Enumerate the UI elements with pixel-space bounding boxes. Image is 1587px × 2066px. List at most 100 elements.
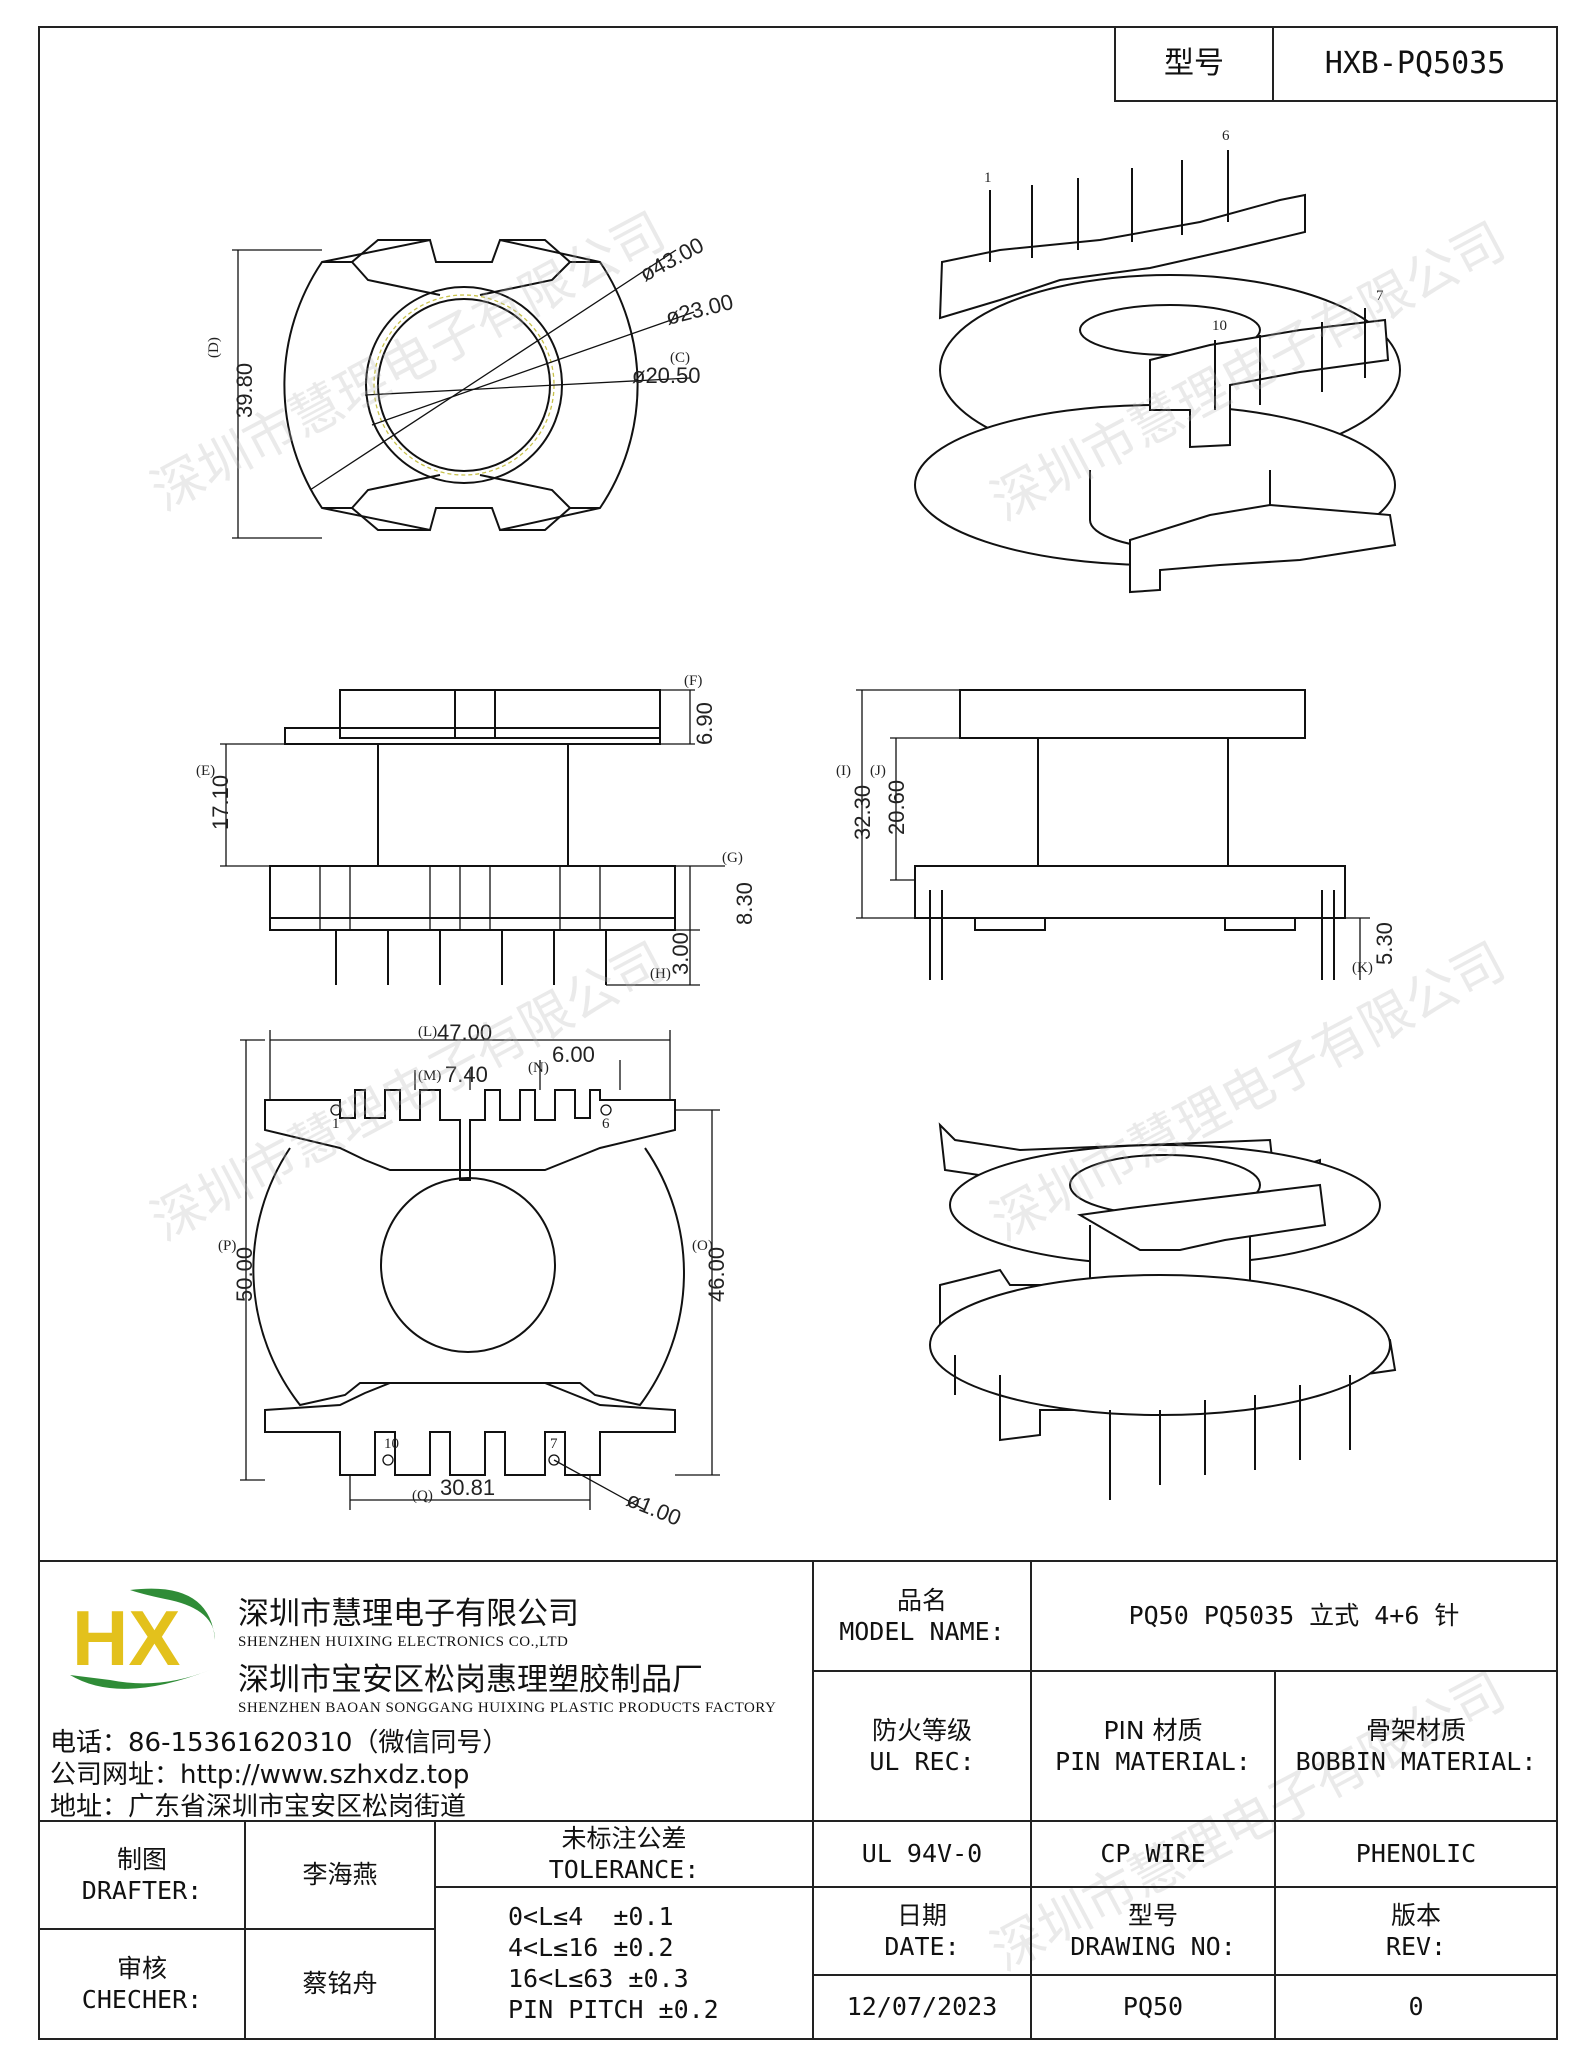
model-name-cn: 品名 [896,1585,947,1615]
pin-material-value: CP WIRE [1030,1820,1276,1888]
pin-material-cn: PIN 材质 [1103,1715,1203,1745]
bottom-pin-6: 6 [602,1116,610,1132]
drawing-no-value: PQ50 [1030,1974,1276,2040]
dim-n-letter: (N) [528,1060,549,1076]
model-name-value: PQ50 PQ5035 立式 4+6 针 [1030,1560,1558,1672]
contact-website: 公司网址：http://www.szhxdz.top [50,1760,470,1790]
dim-a-value: ø43.00 [636,232,708,286]
dim-l-value: 47.00 [437,1020,492,1045]
top-view: (D) 39.80 ø43.00 ø23.00 (C) ø20.50 [206,232,736,539]
factory-name-cn: 深圳市宝安区松岗惠理塑胶制品厂 [238,1662,703,1698]
dim-i-value: 32.30 [850,785,875,840]
dim-p-letter: (P) [218,1238,236,1254]
dim-b-value: ø23.00 [663,289,736,330]
ul-rec-en: UL REC: [869,1747,975,1776]
bobbin-material-value: PHENOLIC [1274,1820,1558,1888]
drafter-value: 李海燕 [244,1820,436,1930]
dim-g-letter: (G) [722,850,743,866]
logo-text: HX [72,1594,180,1682]
ul-rec-cn: 防火等级 [871,1715,972,1745]
rev-label: 版本 REV: [1274,1886,1558,1976]
tolerance-line: PIN PITCH ±0.2 [508,1995,719,2025]
dim-d-value: 39.80 [232,363,257,418]
dim-k-value: 5.30 [1372,922,1397,965]
dim-i-letter: (I) [836,763,851,779]
dim-h-value: 3.00 [668,932,693,975]
bobbin-material-cn: 骨架材质 [1365,1715,1466,1745]
header-model-label: 型号 [1114,26,1274,102]
drafter-en: DRAFTER: [81,1876,203,1905]
bobbin-material-label: 骨架材质 BOBBIN MATERIAL: [1274,1670,1558,1822]
dim-j-value: 20.60 [884,780,909,835]
dim-e-value: 17.10 [208,775,233,830]
date-en: DATE: [884,1932,960,1961]
bottom-pin-10: 10 [384,1436,399,1452]
factory-name-en: SHENZHEN BAOAN SONGGANG HUIXING PLASTIC … [238,1700,777,1716]
dim-g-value: 8.30 [732,882,757,925]
bottom-view: (L) 47.00 (M) 7.40 (N) 6.00 (P) 50.00 (O… [218,1020,729,1531]
dim-c-letter: (C) [670,350,690,366]
pin-material-label: PIN 材质 PIN MATERIAL: [1030,1670,1276,1822]
date-value: 12/07/2023 [812,1974,1032,2040]
tolerance-en: TOLERANCE: [548,1855,700,1884]
tolerance-line: 4<L≤16 ±0.2 [508,1932,674,1962]
tolerance-label: 未标注公差 TOLERANCE: [434,1820,814,1888]
dim-q-value: 30.81 [440,1475,495,1500]
contact-phone: 电话：86-15361620310（微信同号） [50,1728,509,1758]
dim-e-letter: (E) [196,763,215,779]
model-name-label: 品名 MODEL NAME: [812,1560,1032,1672]
contact-address: 地址：广东省深圳市宝安区松岗街道 [50,1792,467,1822]
tolerance-line: 0<L≤4 ±0.1 [508,1901,674,1931]
tolerance-line: 16<L≤63 ±0.3 [508,1964,689,1993]
checker-label: 审核 CHECHER: [38,1928,246,2040]
iso-pin-7: 7 [1376,288,1384,304]
tolerance-values: 0<L≤4 ±0.1 4<L≤16 ±0.2 16<L≤63 ±0.3 PIN … [434,1886,814,2040]
dim-n-value: 6.00 [552,1042,595,1067]
dim-p-value: 50.00 [232,1247,257,1302]
dim-k-letter: (K) [1352,960,1373,976]
dim-m-value: 7.40 [445,1062,488,1087]
ul-rec-label: 防火等级 UL REC: [812,1670,1032,1822]
dim-o-value: 46.00 [704,1247,729,1302]
company-name-cn: 深圳市慧理电子有限公司 [238,1596,579,1632]
iso-pin-10: 10 [1212,318,1227,334]
side-view: (I) 32.30 (J) 20.60 (K) 5.30 [836,689,1397,980]
checker-value: 蔡铭舟 [244,1928,436,2040]
dim-f-value: 6.90 [692,702,717,745]
company-logo: HX [70,1588,215,1689]
bobbin-material-en: BOBBIN MATERIAL: [1295,1747,1537,1776]
engineering-drawing: (D) 39.80 ø43.00 ø23.00 (C) ø20.50 1 6 7… [196,128,1401,1531]
drafter-label: 制图 DRAFTER: [38,1820,246,1930]
iso-bottom-view [929,1122,1397,1500]
date-label: 日期 DATE: [812,1886,1032,1976]
company-name-en: SHENZHEN HUIXING ELECTRONICS CO.,LTD [238,1634,569,1650]
rev-en: REV: [1385,1932,1447,1961]
pin-material-en: PIN MATERIAL: [1055,1747,1251,1776]
drawing-no-cn: 型号 [1127,1900,1178,1930]
ul-rec-value: UL 94V-0 [812,1820,1032,1888]
dim-o-letter: (O) [692,1238,713,1254]
dim-q-letter: (Q) [412,1488,433,1504]
drafter-cn: 制图 [116,1844,167,1874]
checker-cn: 审核 [116,1953,167,1983]
iso-top-view: 1 6 7 10 [914,128,1401,594]
model-name-en: MODEL NAME: [839,1617,1005,1646]
dim-j-letter: (J) [870,763,886,779]
dim-c-value: ø20.50 [632,363,701,388]
dim-f-letter: (F) [684,673,702,689]
checker-en: CHECHER: [81,1985,203,2014]
front-view: (F) 6.90 (E) 17.10 (G) 8.30 (H) 3.00 [196,673,757,986]
iso-pin-6: 6 [1222,128,1230,144]
rev-cn: 版本 [1390,1900,1441,1930]
drawing-no-en: DRAWING NO: [1070,1932,1236,1961]
dim-r-value: ø1.00 [623,1486,685,1530]
header-model-value: HXB-PQ5035 [1272,26,1558,102]
dim-m-letter: (M) [418,1068,441,1084]
date-cn: 日期 [896,1900,947,1930]
rev-value: 0 [1274,1974,1558,2040]
dim-d-letter: (D) [206,337,222,358]
iso-pin-1: 1 [984,170,992,186]
dim-l-letter: (L) [418,1024,437,1040]
dim-h-letter: (H) [650,966,671,982]
bottom-pin-7: 7 [550,1436,558,1452]
